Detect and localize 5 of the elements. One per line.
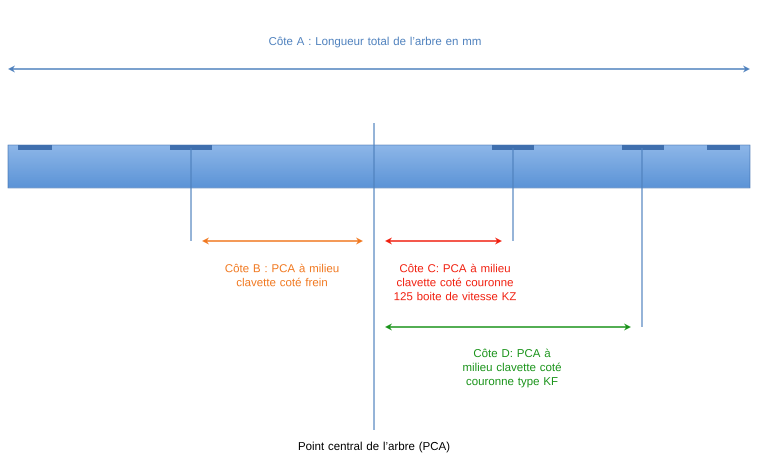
dimension-label: Côte D: PCA à milieu clavette coté couronne type KF	[463, 348, 561, 388]
dimension-label: Côte A : Longueur total de l’arbre en mm	[269, 36, 481, 48]
dimension-label: Côte B : PCA à milieu clavette coté frein	[225, 264, 338, 286]
dimension-label: Côte C: PCA à milieu clavette coté couronne 125 boite de vitesse KZ	[394, 264, 516, 300]
dimension-label: Point central de l’arbre (PCA)	[298, 442, 450, 452]
